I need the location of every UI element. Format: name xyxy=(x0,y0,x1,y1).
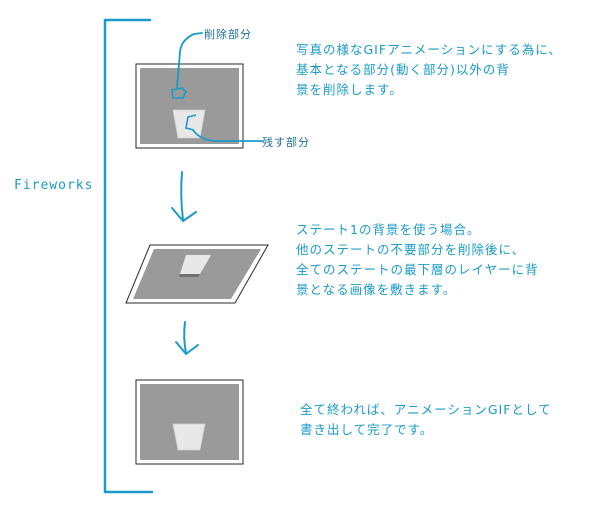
step1-note: 写真の様なGIFアニメーションにする為に、 基本となる部分(動く部分)以外の背 … xyxy=(296,42,562,97)
callout-line-removed xyxy=(176,32,203,88)
step2-note: ステート1の背景を使う場合。 他のステートの不要部分を削除後に、 全てのステート… xyxy=(296,222,539,297)
step3-frame xyxy=(135,379,244,465)
cup-shape-skewed xyxy=(180,255,211,274)
callout-line-kept xyxy=(192,129,263,142)
side-label: Fireworks xyxy=(14,178,94,193)
step3-note: 全て終われば、アニメーションGIFとして 書き出して完了です。 xyxy=(300,402,552,437)
callout-removed-label: 削除部分 xyxy=(204,28,252,41)
down-arrow-1 xyxy=(171,171,197,222)
callout-kept-label: 残す部分 xyxy=(262,136,310,149)
down-arrow-2 xyxy=(175,321,199,355)
removed-part-outline xyxy=(171,87,187,99)
kept-part-outline xyxy=(185,114,197,131)
step1-frame xyxy=(135,63,244,149)
cup-shape-final xyxy=(172,423,206,451)
step2-frame xyxy=(125,244,269,304)
side-bracket xyxy=(103,18,154,494)
cup-shape xyxy=(172,109,206,139)
